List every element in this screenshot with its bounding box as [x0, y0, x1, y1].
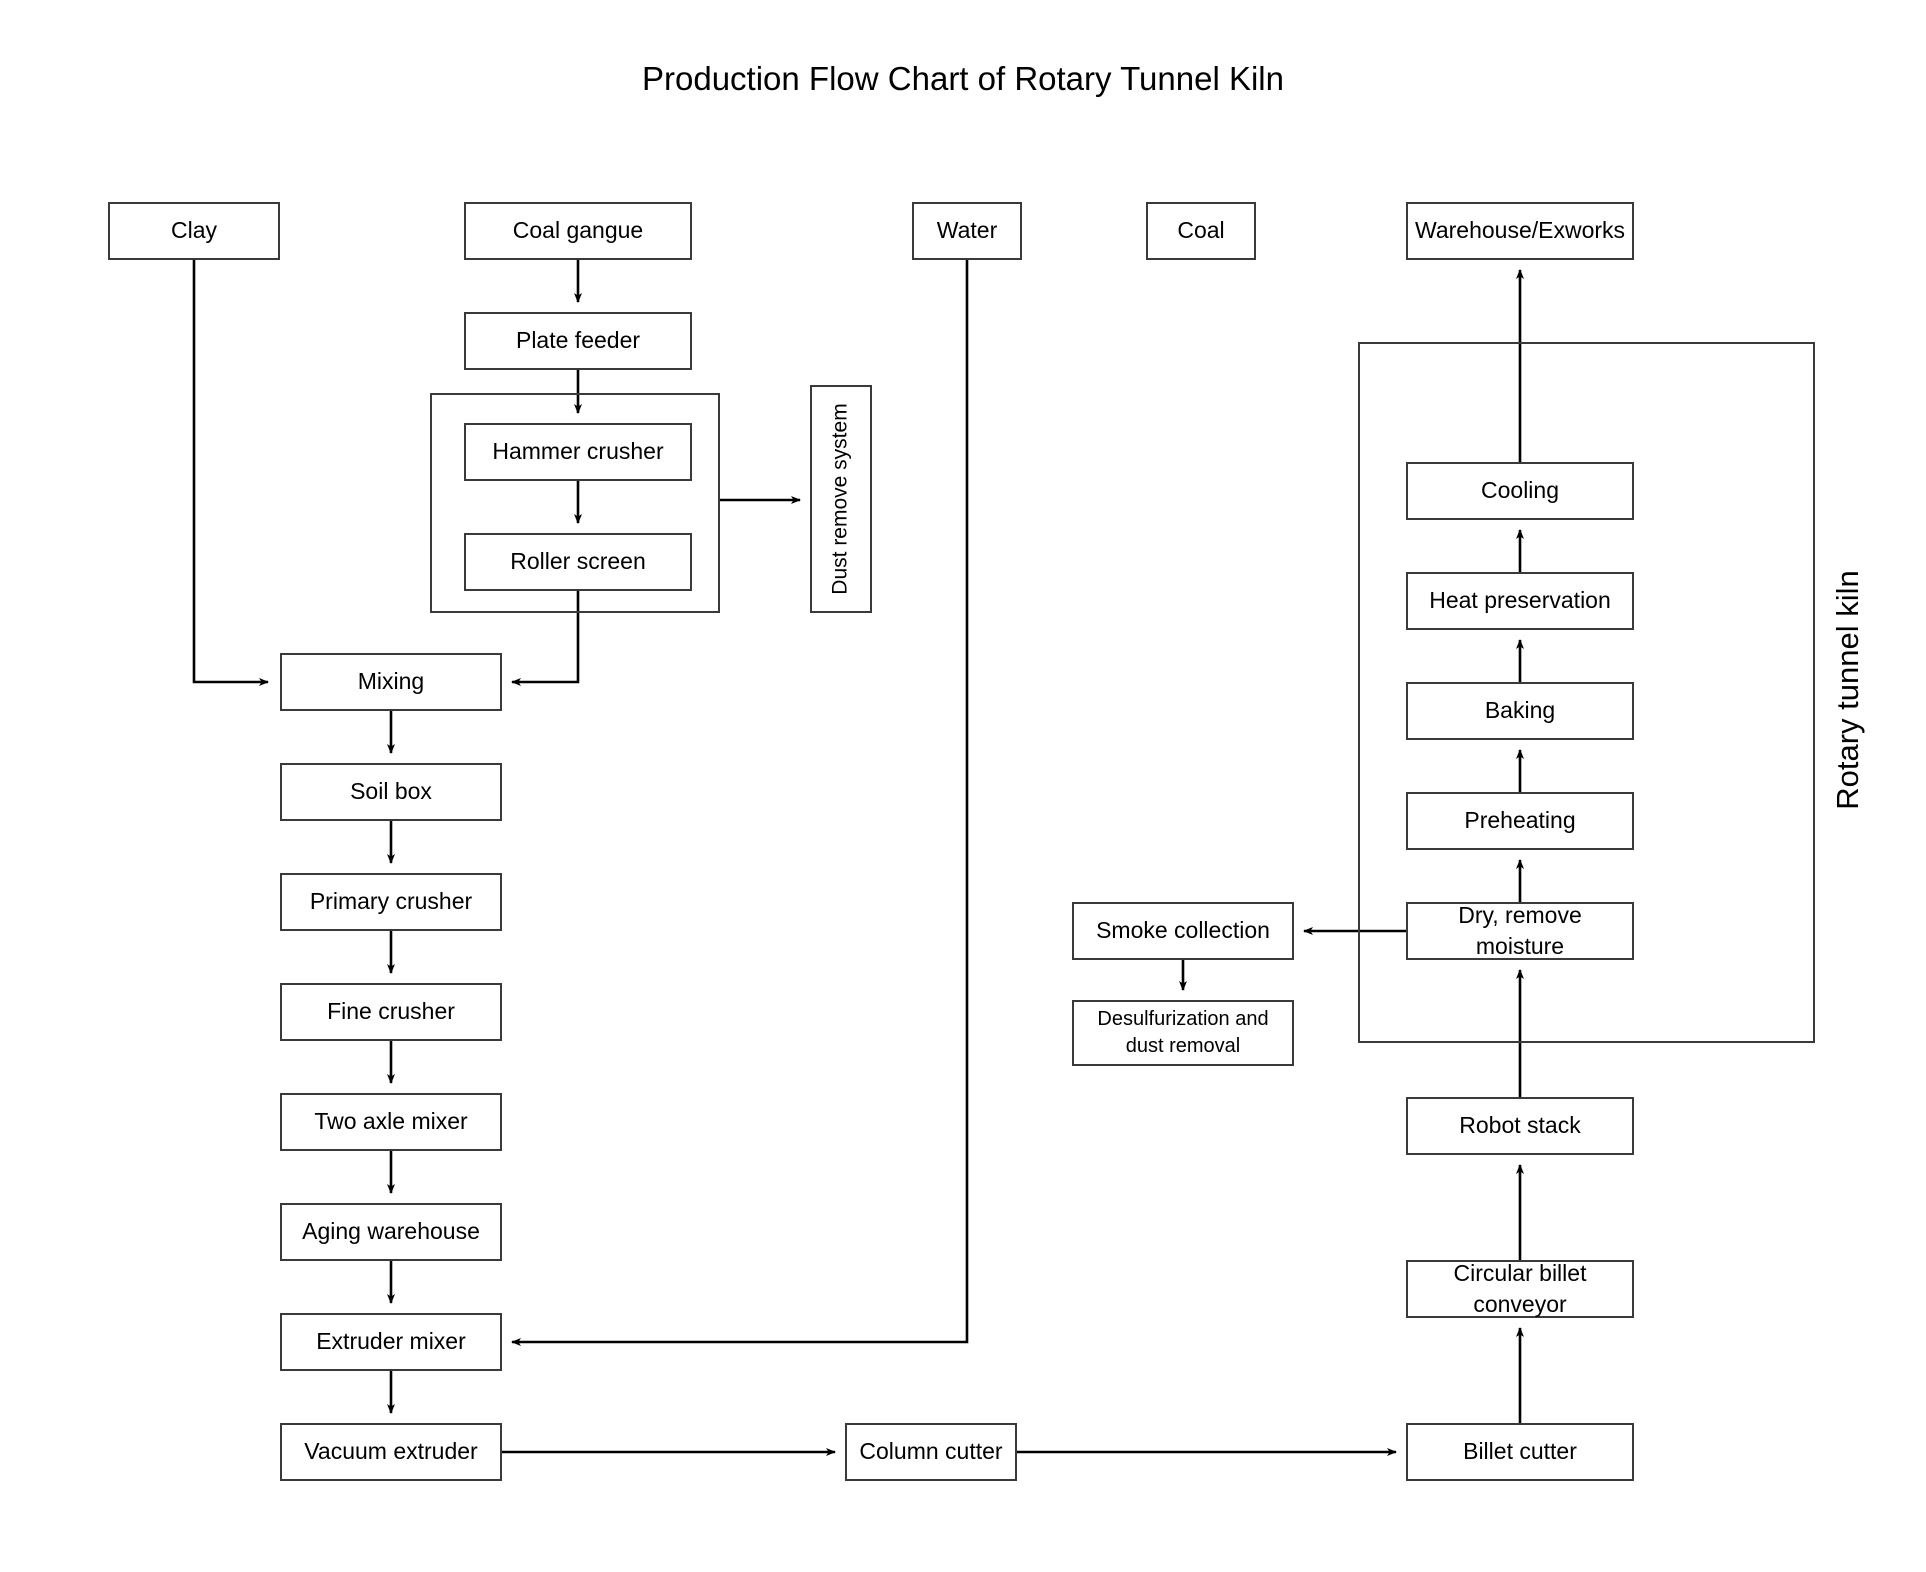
page-title: Production Flow Chart of Rotary Tunnel K…	[642, 60, 1284, 97]
node-baking[interactable]: Baking	[1406, 682, 1634, 740]
node-circular-billet-conveyor[interactable]: Circular billet conveyor	[1406, 1260, 1634, 1318]
node-dust-remove-system[interactable]: Dust remove system	[810, 385, 872, 613]
node-robot-stack[interactable]: Robot stack	[1406, 1097, 1634, 1155]
node-mixing[interactable]: Mixing	[280, 653, 502, 711]
node-desulfurization-and-dust-removal[interactable]: Desulfurization and dust removal	[1072, 1000, 1294, 1066]
node-plate-feeder[interactable]: Plate feeder	[464, 312, 692, 370]
node-two-axle-mixer[interactable]: Two axle mixer	[280, 1093, 502, 1151]
node-fine-crusher[interactable]: Fine crusher	[280, 983, 502, 1041]
node-water[interactable]: Water	[912, 202, 1022, 260]
node-roller-screen[interactable]: Roller screen	[464, 533, 692, 591]
node-soil-box[interactable]: Soil box	[280, 763, 502, 821]
node-extruder-mixer[interactable]: Extruder mixer	[280, 1313, 502, 1371]
node-billet-cutter[interactable]: Billet cutter	[1406, 1423, 1634, 1481]
rotary-tunnel-kiln-group-box	[1358, 342, 1815, 1043]
node-hammer-crusher[interactable]: Hammer crusher	[464, 423, 692, 481]
node-dry-remove-moisture[interactable]: Dry, remove moisture	[1406, 902, 1634, 960]
node-column-cutter[interactable]: Column cutter	[845, 1423, 1017, 1481]
node-warehouse-exworks[interactable]: Warehouse/Exworks	[1406, 202, 1634, 260]
node-coal[interactable]: Coal	[1146, 202, 1256, 260]
rotary-tunnel-kiln-label: Rotary tunnel kiln	[1830, 570, 1866, 810]
edge-clay-to-mixing	[192, 260, 269, 686]
node-heat-preservation[interactable]: Heat preservation	[1406, 572, 1634, 630]
node-aging-warehouse[interactable]: Aging warehouse	[280, 1203, 502, 1261]
node-clay[interactable]: Clay	[108, 202, 280, 260]
node-primary-crusher[interactable]: Primary crusher	[280, 873, 502, 931]
node-coal-gangue[interactable]: Coal gangue	[464, 202, 692, 260]
node-cooling[interactable]: Cooling	[1406, 462, 1634, 520]
node-preheating[interactable]: Preheating	[1406, 792, 1634, 850]
node-vacuum-extruder[interactable]: Vacuum extruder	[280, 1423, 502, 1481]
node-smoke-collection[interactable]: Smoke collection	[1072, 902, 1294, 960]
